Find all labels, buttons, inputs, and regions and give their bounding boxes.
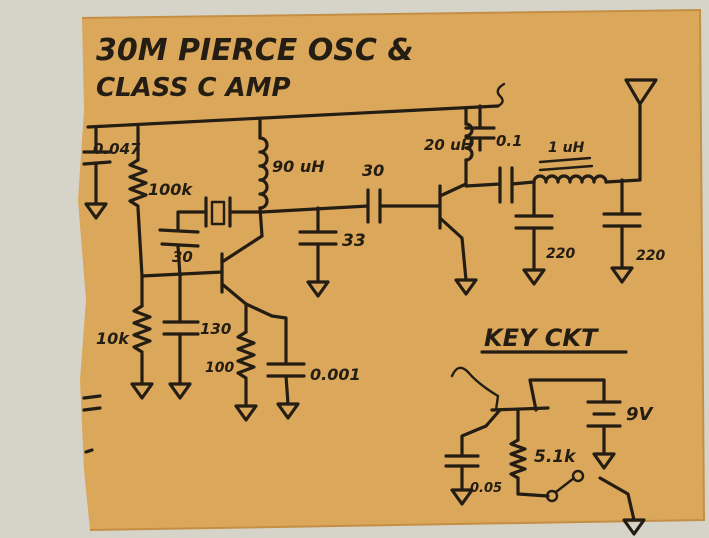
key-battery: 9V bbox=[586, 400, 655, 470]
emitter-output-capacitor: 0.001 bbox=[266, 314, 361, 420]
key-capacitor: 0.05 bbox=[444, 424, 502, 506]
label-c-tank: 33 bbox=[342, 231, 366, 251]
resistor-10k: 10k bbox=[96, 274, 154, 400]
label-c-out-coupling: 0.1 bbox=[496, 132, 523, 150]
key-circuit-label: KEY CKT bbox=[484, 324, 599, 352]
title-line-2: CLASS C AMP bbox=[96, 73, 291, 103]
label-c-filter-2: 220 bbox=[636, 248, 665, 264]
label-c-bypass: 0.047 bbox=[93, 140, 141, 158]
label-c-coupling: 30 bbox=[362, 161, 384, 180]
margin-marks bbox=[82, 394, 102, 454]
paper-edge bbox=[81, 8, 706, 531]
supply-rail bbox=[86, 82, 506, 129]
crystal bbox=[198, 196, 264, 228]
emitter-bypass-capacitor: 130 bbox=[162, 274, 231, 400]
antenna-icon bbox=[624, 78, 658, 182]
rfc-90uh: 90 uH bbox=[258, 119, 325, 238]
label-l-filter: 1 uH bbox=[548, 140, 585, 156]
resistor-100k: 100k bbox=[128, 125, 193, 278]
label-key-capacitor: 0.05 bbox=[470, 481, 502, 496]
key-resistor: 5.1k bbox=[509, 426, 577, 498]
label-c-emitter-out: 0.001 bbox=[310, 365, 361, 384]
key-contact-icon bbox=[545, 469, 646, 536]
label-r-base-top: 100k bbox=[148, 180, 193, 199]
osc-output-line bbox=[260, 204, 370, 214]
base-node bbox=[140, 270, 224, 278]
label-rfc-osc: 90 uH bbox=[272, 157, 325, 176]
label-c-emitter-bypass: 130 bbox=[200, 320, 231, 338]
filter-capacitor-1: 220 bbox=[514, 180, 575, 286]
key-switch-transistor bbox=[450, 366, 606, 430]
label-r-emitter: 100 bbox=[205, 360, 234, 376]
coupling-capacitor: 30 bbox=[362, 161, 442, 224]
rfc-20uh: 20 uH bbox=[424, 106, 474, 186]
filter-capacitor-2: 220 bbox=[602, 178, 665, 284]
amp-transistor bbox=[438, 182, 478, 296]
label-key-resistor: 5.1k bbox=[534, 447, 577, 467]
label-c-filter-1: 220 bbox=[546, 246, 575, 262]
label-key-battery: 9V bbox=[626, 404, 655, 425]
paper-sheet bbox=[78, 10, 704, 530]
label-c-feedback: 30 bbox=[172, 248, 193, 266]
decoupling-capacitor: 0.1 bbox=[464, 104, 523, 152]
feedback-capacitor: 30 bbox=[158, 210, 202, 278]
label-r-base-bottom: 10k bbox=[96, 329, 130, 348]
bypass-capacitor: 0.047 bbox=[82, 125, 141, 220]
tank-capacitor: 33 bbox=[298, 206, 366, 298]
resistor-100: 100 bbox=[205, 302, 258, 422]
label-rfc-amp: 20 uH bbox=[424, 136, 474, 154]
title-line-1: 30M PIERCE OSC & bbox=[96, 33, 413, 68]
